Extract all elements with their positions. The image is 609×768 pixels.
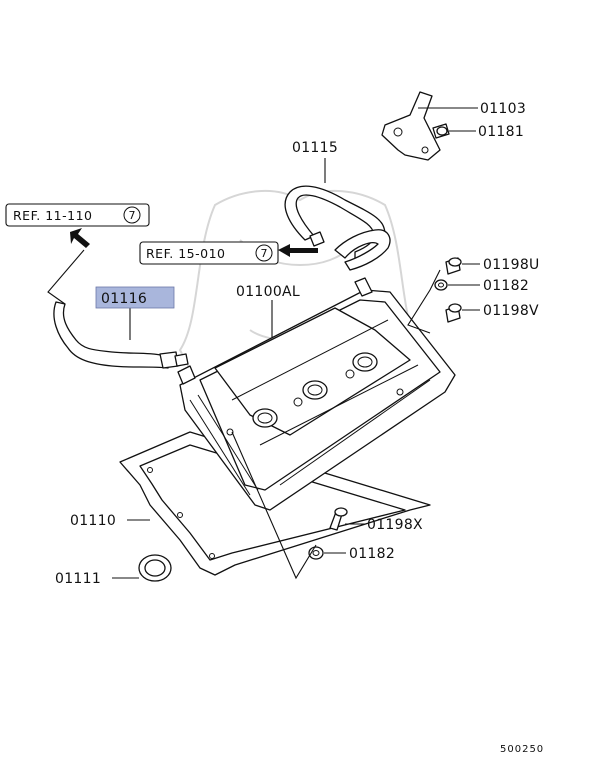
diagram-code: 500250 xyxy=(500,744,544,755)
label-01181[interactable]: 01181 xyxy=(478,124,524,140)
label-01110[interactable]: 01110 xyxy=(70,513,116,529)
part-highlight xyxy=(95,286,175,309)
bolt-01198v xyxy=(445,303,462,323)
breather-hose-01115 xyxy=(284,185,391,271)
label-01198x[interactable]: 01198X xyxy=(367,517,423,533)
label-01182-bottom[interactable]: 01182 xyxy=(349,546,395,562)
ref-box-15-010[interactable]: REF. 15-010 7 xyxy=(139,241,279,265)
label-01111[interactable]: 01111 xyxy=(55,571,101,587)
ref-15-010-text: REF. 15-010 xyxy=(146,246,226,261)
bolt-01198u xyxy=(445,257,462,275)
label-01182-top[interactable]: 01182 xyxy=(483,278,529,294)
seal-01111 xyxy=(138,554,172,582)
label-01198v[interactable]: 01198V xyxy=(483,303,539,319)
reference-arrows xyxy=(70,228,318,257)
washer-01182-top xyxy=(434,279,448,291)
part-labels: 01103 01181 01115 01198U 01182 01198V 01… xyxy=(55,101,540,587)
bracket-01103 xyxy=(381,91,441,161)
pcv-hose-01116 xyxy=(53,301,189,369)
bolt-01198x xyxy=(329,507,348,531)
ref-15-010-circle-number: 7 xyxy=(261,247,268,260)
label-01198u[interactable]: 01198U xyxy=(483,257,540,273)
label-01100al[interactable]: 01100AL xyxy=(236,284,300,300)
ref-11-110-text: REF. 11-110 xyxy=(13,208,93,223)
bolt-01181 xyxy=(432,123,450,139)
leader-lines xyxy=(47,107,480,580)
ref-11-110-circle-number: 7 xyxy=(129,209,136,222)
label-01115[interactable]: 01115 xyxy=(292,140,338,156)
ref-box-11-110[interactable]: REF. 11-110 7 xyxy=(5,203,150,227)
rocker-cover-01100al xyxy=(177,277,456,511)
label-01103[interactable]: 01103 xyxy=(480,101,526,117)
label-01116[interactable]: 01116 xyxy=(101,291,147,307)
